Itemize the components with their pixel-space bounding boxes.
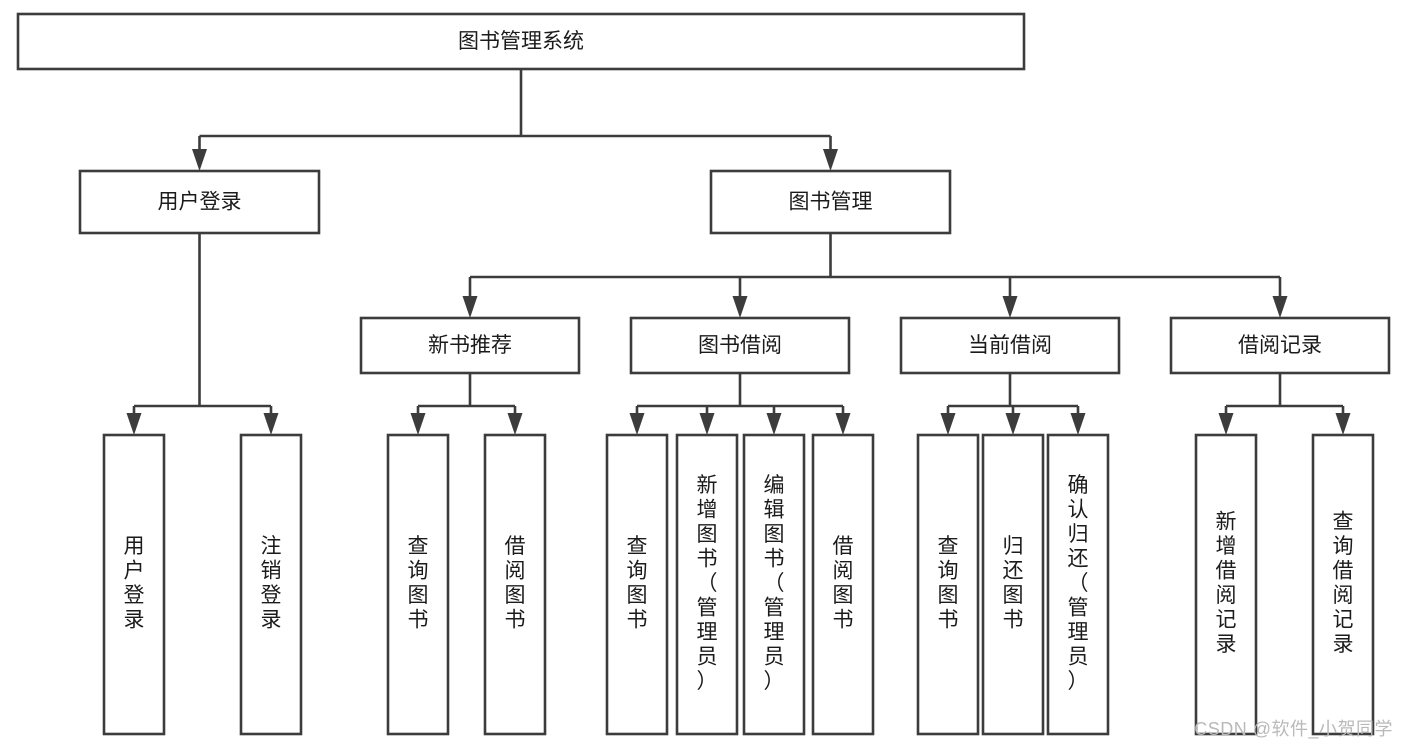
node-user-login[interactable]: 用户登录 xyxy=(78,169,321,235)
node-fn-borrow-book-2[interactable]: 借阅图书 xyxy=(811,433,875,736)
node-box-fn-edit-book xyxy=(742,433,806,736)
edge-group-book-manage xyxy=(462,233,1288,318)
node-fn-query-record[interactable]: 查询借阅记录 xyxy=(1311,433,1375,736)
node-label-user-login: 用户登录 xyxy=(158,191,242,214)
node-box-book-manage xyxy=(709,169,952,235)
node-box-book-borrow xyxy=(629,316,851,375)
node-fn-query-book-1[interactable]: 查询图书 xyxy=(386,433,450,736)
node-fn-user-logout[interactable]: 注销登录 xyxy=(239,433,303,736)
node-label-fn-query-book-2: 查询图书 xyxy=(627,535,648,632)
node-label-fn-return-book: 归还图书 xyxy=(1003,535,1024,632)
node-label-fn-user-login: 用户登录 xyxy=(124,535,145,632)
node-box-fn-query-book-3 xyxy=(916,433,980,736)
node-label-root: 图书管理系统 xyxy=(458,30,584,53)
edge-group-borrow-record xyxy=(1218,373,1351,435)
node-label-fn-query-record: 查询借阅记录 xyxy=(1333,511,1354,657)
node-current-borrow[interactable]: 当前借阅 xyxy=(899,316,1121,375)
node-box-fn-query-record xyxy=(1311,433,1375,736)
node-fn-confirm-return[interactable]: 确认归还（管理员） xyxy=(1046,433,1110,736)
node-box-fn-return-book xyxy=(981,433,1045,736)
node-label-fn-borrow-book-1: 借阅图书 xyxy=(505,535,526,632)
node-box-fn-borrow-book-2 xyxy=(811,433,875,736)
node-box-borrow-record xyxy=(1169,316,1391,375)
edge-group-user-login xyxy=(126,233,279,435)
node-label-book-borrow: 图书借阅 xyxy=(698,334,782,357)
node-borrow-record[interactable]: 借阅记录 xyxy=(1169,316,1391,375)
node-label-book-manage: 图书管理 xyxy=(789,191,873,214)
node-box-new-book-rec xyxy=(359,316,581,375)
node-fn-return-book[interactable]: 归还图书 xyxy=(981,433,1045,736)
node-label-fn-query-book-3: 查询图书 xyxy=(938,535,959,632)
node-box-fn-add-record xyxy=(1194,433,1258,736)
node-label-fn-confirm-return: 确认归还（管理员） xyxy=(1068,474,1089,693)
nodes-layer: 图书管理系统用户登录图书管理新书推荐图书借阅当前借阅借阅记录用户登录注销登录查询… xyxy=(16,12,1391,736)
edges-layer xyxy=(126,69,1351,435)
node-box-current-borrow xyxy=(899,316,1121,375)
node-book-borrow[interactable]: 图书借阅 xyxy=(629,316,851,375)
edge-group-book-borrow xyxy=(629,373,851,435)
node-fn-query-book-2[interactable]: 查询图书 xyxy=(605,433,669,736)
node-fn-add-record[interactable]: 新增借阅记录 xyxy=(1194,433,1258,736)
node-box-fn-user-login xyxy=(102,433,166,736)
node-box-user-login xyxy=(78,169,321,235)
node-box-fn-query-book-1 xyxy=(386,433,450,736)
node-label-fn-add-record: 新增借阅记录 xyxy=(1216,511,1237,657)
node-label-borrow-record: 借阅记录 xyxy=(1238,334,1322,357)
node-box-fn-query-book-2 xyxy=(605,433,669,736)
node-box-fn-confirm-return xyxy=(1046,433,1110,736)
node-new-book-rec[interactable]: 新书推荐 xyxy=(359,316,581,375)
node-book-manage[interactable]: 图书管理 xyxy=(709,169,952,235)
node-label-fn-user-logout: 注销登录 xyxy=(261,535,282,632)
node-label-fn-borrow-book-2: 借阅图书 xyxy=(833,535,854,632)
node-box-fn-user-logout xyxy=(239,433,303,736)
node-box-fn-borrow-book-1 xyxy=(483,433,547,736)
node-fn-user-login[interactable]: 用户登录 xyxy=(102,433,166,736)
node-fn-query-book-3[interactable]: 查询图书 xyxy=(916,433,980,736)
edge-group-current-borrow xyxy=(940,373,1086,435)
node-fn-edit-book[interactable]: 编辑图书（管理员） xyxy=(742,433,806,736)
node-fn-borrow-book-1[interactable]: 借阅图书 xyxy=(483,433,547,736)
node-box-fn-add-book xyxy=(675,433,739,736)
node-fn-add-book[interactable]: 新增图书（管理员） xyxy=(675,433,739,736)
node-box-root xyxy=(16,12,1026,71)
node-label-fn-add-book: 新增图书（管理员） xyxy=(697,474,718,693)
node-label-current-borrow: 当前借阅 xyxy=(968,334,1052,357)
edge-group-new-book-rec xyxy=(410,373,523,435)
node-root[interactable]: 图书管理系统 xyxy=(16,12,1026,71)
node-label-new-book-rec: 新书推荐 xyxy=(428,334,512,357)
node-label-fn-query-book-1: 查询图书 xyxy=(408,535,429,632)
node-label-fn-edit-book: 编辑图书（管理员） xyxy=(764,474,785,693)
edge-group-root xyxy=(192,69,838,171)
